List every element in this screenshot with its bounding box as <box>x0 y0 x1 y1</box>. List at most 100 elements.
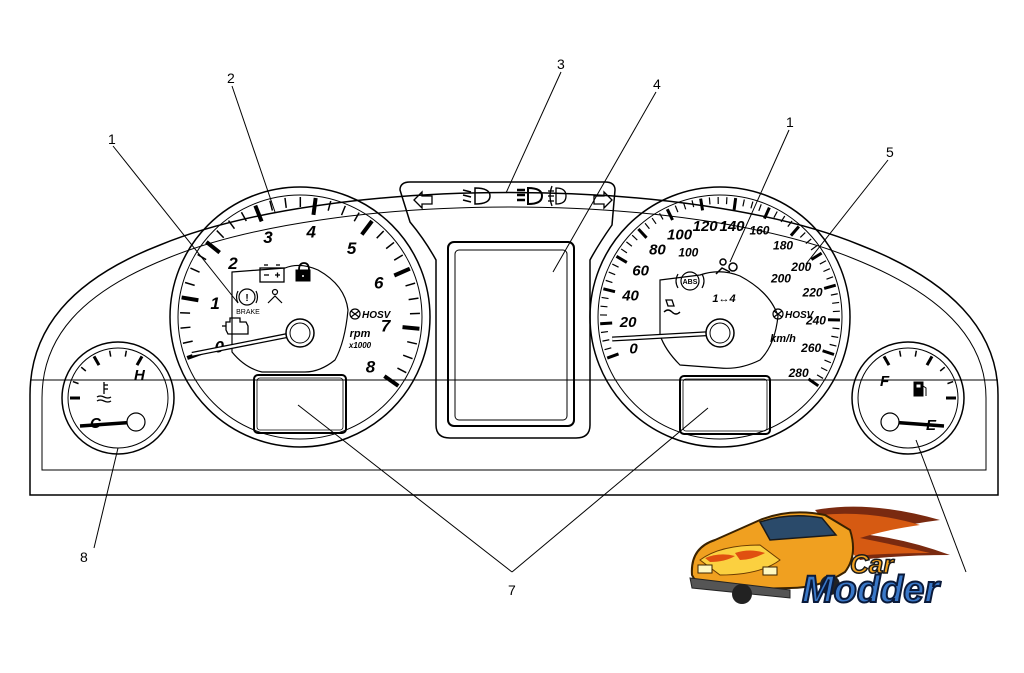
tachometer-tick-label: 5 <box>347 239 357 258</box>
speedometer-unit: km/h <box>770 333 796 345</box>
svg-text:!: ! <box>245 293 248 304</box>
speedometer-minor-tick <box>831 335 839 339</box>
gauge-tick <box>80 366 87 372</box>
temp-hot-label: H <box>134 367 146 384</box>
abs-icon: ABS <box>675 271 705 291</box>
tachometer-tick-label: 4 <box>305 223 316 242</box>
tachometer-minor-tick <box>216 230 225 239</box>
speedometer-mph-label: 100 <box>678 245 698 259</box>
tachometer-major-tick <box>360 219 374 236</box>
tachometer-minor-tick <box>240 211 247 222</box>
speedometer-needle <box>612 330 721 342</box>
gauge-tick <box>72 380 79 385</box>
tachometer-major-tick <box>393 266 411 278</box>
speedometer-minor-tick <box>823 268 831 273</box>
speedometer-minor-tick <box>600 305 608 308</box>
speedometer-minor-tick <box>816 374 824 379</box>
gauge-tick <box>108 350 112 357</box>
speedometer-tick-label: 140 <box>719 218 745 235</box>
tachometer-lcd <box>253 374 347 434</box>
tachometer-needle <box>191 330 301 357</box>
gauge-tick <box>947 380 954 385</box>
callout-2: 2 <box>227 70 235 86</box>
speedometer-minor-tick <box>631 234 638 241</box>
speedometer-tick-label: 20 <box>619 314 637 331</box>
cluster-housing <box>29 191 999 496</box>
brake-warning-icon: ! BRAKE <box>235 288 260 316</box>
speedometer-minor-tick <box>658 213 664 220</box>
speedometer-tick-label: 280 <box>788 366 809 380</box>
battery-icon <box>259 264 285 283</box>
speedometer-minor-tick <box>780 215 786 223</box>
tachometer-minor-tick <box>340 205 347 216</box>
tachometer-minor-tick <box>190 267 200 273</box>
callout-labels: 1 2 3 4 1 5 7 8 <box>80 56 894 598</box>
airbag-icon <box>715 258 738 275</box>
tachometer-major-tick <box>253 204 264 223</box>
speedometer-warning-panel <box>659 271 779 369</box>
four-wheel-drive-icon: 1↔4 <box>712 293 735 305</box>
speedometer-major-tick <box>606 352 620 360</box>
speedometer-minor-tick <box>604 347 612 351</box>
tachometer-minor-tick <box>397 367 407 374</box>
speedometer-tick-label: 260 <box>800 341 821 355</box>
speedometer-tick-label: 160 <box>749 223 769 237</box>
tachometer-minor-tick <box>184 281 195 287</box>
gauge-tick <box>898 350 902 357</box>
check-engine-icon <box>222 317 249 335</box>
abs-label: ABS <box>683 279 698 286</box>
tachometer-minor-tick <box>227 220 236 230</box>
tachometer-tick-label: 1 <box>210 294 219 313</box>
tachometer-major-tick <box>311 197 318 216</box>
high-beam-icon <box>517 186 544 206</box>
tachometer: 012345678 ! BRAKE <box>169 186 431 448</box>
gauge-tick <box>914 350 918 357</box>
driver-info-display <box>447 241 575 427</box>
speedometer-major-tick <box>822 349 835 356</box>
speedometer-brand: HOSV <box>785 310 815 321</box>
speedometer-minor-tick <box>620 248 628 254</box>
gauge-tick <box>92 355 101 366</box>
gauge-tick <box>939 366 946 372</box>
speedometer-minor-tick <box>799 232 806 238</box>
tachometer-tick-label: 7 <box>381 316 392 335</box>
tachometer-major-tick <box>383 374 400 388</box>
tachometer-brand: HOSV <box>362 310 392 321</box>
speedometer-tick-label: 240 <box>805 313 826 327</box>
tachometer-minor-tick <box>376 230 385 239</box>
speedometer-minor-tick <box>626 241 633 247</box>
callout-8: 8 <box>80 549 88 565</box>
engine-brand-icon <box>349 308 361 320</box>
tachometer-major-tick <box>205 240 221 255</box>
fuel-full-label: F <box>880 373 890 390</box>
speedometer-tick-label: 200 <box>790 260 811 274</box>
callout-1-right: 1 <box>786 114 794 130</box>
tachometer-tick-label: 2 <box>227 254 238 273</box>
speedometer-minor-tick <box>810 245 818 251</box>
speedometer-mph-label: 200 <box>770 272 791 286</box>
speedometer-minor-tick <box>819 260 827 265</box>
speedometer-tick-label: 80 <box>649 242 666 259</box>
speedometer-major-tick <box>699 198 705 211</box>
speedometer-minor-tick <box>820 367 828 372</box>
tachometer-minor-tick <box>402 354 413 360</box>
speedometer-major-tick <box>823 283 837 290</box>
low-beam-icon <box>462 187 491 205</box>
speedometer-minor-tick <box>758 204 762 212</box>
speedometer-major-tick <box>615 255 628 264</box>
speedometer-minor-tick <box>750 201 754 209</box>
coolant-temp-icon <box>96 382 112 403</box>
carmodder-logo: Car Modder <box>689 506 950 612</box>
tachometer-tick-label: 8 <box>366 357 376 376</box>
door-lock-icon <box>295 262 311 282</box>
seatbelt-icon <box>267 288 283 304</box>
speedometer-major-tick <box>600 321 613 326</box>
speedometer-tick-label: 100 <box>667 226 693 243</box>
callout-7: 7 <box>508 582 516 598</box>
fog-lamp-icon <box>548 185 567 207</box>
logo-text-modder: Modder <box>802 569 941 611</box>
speedometer-major-tick <box>665 208 674 221</box>
traction-control-icon <box>663 299 681 315</box>
speedometer-minor-tick <box>742 199 745 207</box>
